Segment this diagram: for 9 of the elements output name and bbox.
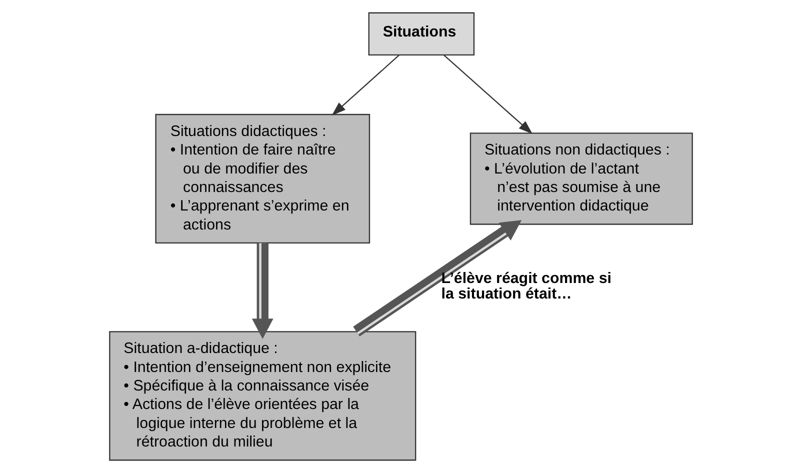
node-box: Situations (368, 12, 475, 56)
node-box: Situations didactiques : • Intention de faire naître ou de modifier des connaissances • L’apprenant s’exprime en actions (155, 114, 370, 244)
edge-label: L’élève réagit comme si la situation était… (441, 270, 612, 302)
node-box: Situation a-didactique : • Intention d’enseignement non explicite • Spécifique à la connaissance visée • Actions de l’élève orientées par la logique interne du problème et la rétroaction du milieu (109, 331, 416, 461)
arrow (332, 54, 400, 116)
node-box: Situations non didactiques : • L’évolution de l’actant n’est pas soumise à une intervention didactique (470, 132, 693, 225)
arrow (444, 54, 533, 134)
arrow (252, 243, 274, 340)
arrow (353, 220, 522, 336)
